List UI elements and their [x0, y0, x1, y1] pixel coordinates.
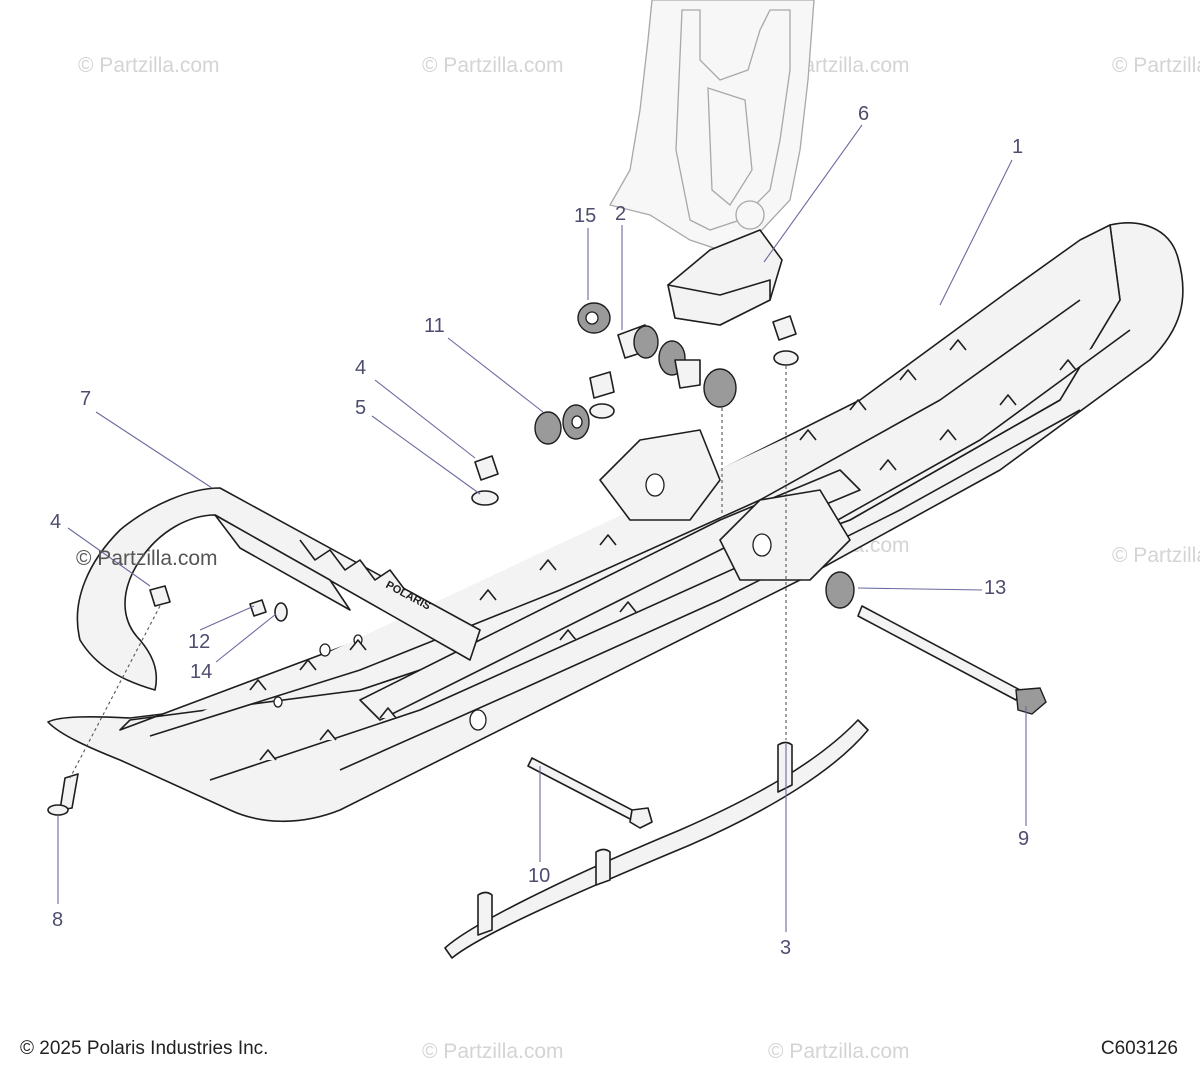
- callout-11: 11: [424, 315, 445, 337]
- rivet-8: [47, 773, 79, 816]
- ski-saddle: [667, 229, 783, 326]
- callout-12: 12: [188, 631, 210, 653]
- ski-mount-hole: [752, 533, 772, 557]
- callout-4: 4: [50, 511, 61, 533]
- alignment-lines: [69, 366, 787, 779]
- wear-bar: [444, 719, 869, 959]
- callout-labels: 1 2 3 4 4 5 6 7 8 9 10 11 12 13 14 15: [50, 103, 1029, 959]
- callout-9: 9: [1018, 828, 1029, 850]
- callout-13: 13: [984, 577, 1006, 599]
- watermark: © Partzilla.com: [768, 1040, 910, 1063]
- ski-mount-hole: [645, 473, 665, 497]
- hardware-small: [149, 302, 855, 622]
- callout-1: 1: [1012, 136, 1023, 158]
- diagram-id: C603126: [1100, 1038, 1178, 1059]
- watermark: © Partzilla.com: [78, 54, 220, 77]
- ski-body: [47, 222, 1184, 823]
- callout-6: 6: [858, 103, 869, 125]
- callout-10: 10: [528, 865, 550, 887]
- callout-4: 4: [355, 357, 366, 379]
- callout-15: 15: [574, 205, 596, 227]
- watermark: © Partzilla.com: [422, 54, 564, 77]
- watermark: © Partzilla.com: [1112, 54, 1200, 77]
- callout-7: 7: [80, 388, 91, 410]
- watermark: © Partzilla.com: [422, 1040, 564, 1063]
- callout-3: 3: [780, 937, 791, 959]
- bolt-9: [857, 605, 1047, 715]
- spindle-outline: [609, 0, 815, 251]
- callout-14: 14: [190, 661, 212, 683]
- callout-2: 2: [615, 203, 626, 225]
- callout-5: 5: [355, 397, 366, 419]
- watermark: © Partzilla.com: [76, 547, 218, 570]
- watermark: © Partzilla.com: [1112, 544, 1200, 567]
- callout-8: 8: [52, 909, 63, 931]
- bolt-10: [527, 757, 653, 829]
- copyright-text: © 2025 Polaris Industries Inc.: [20, 1038, 269, 1059]
- leader-lines: [57, 124, 1027, 932]
